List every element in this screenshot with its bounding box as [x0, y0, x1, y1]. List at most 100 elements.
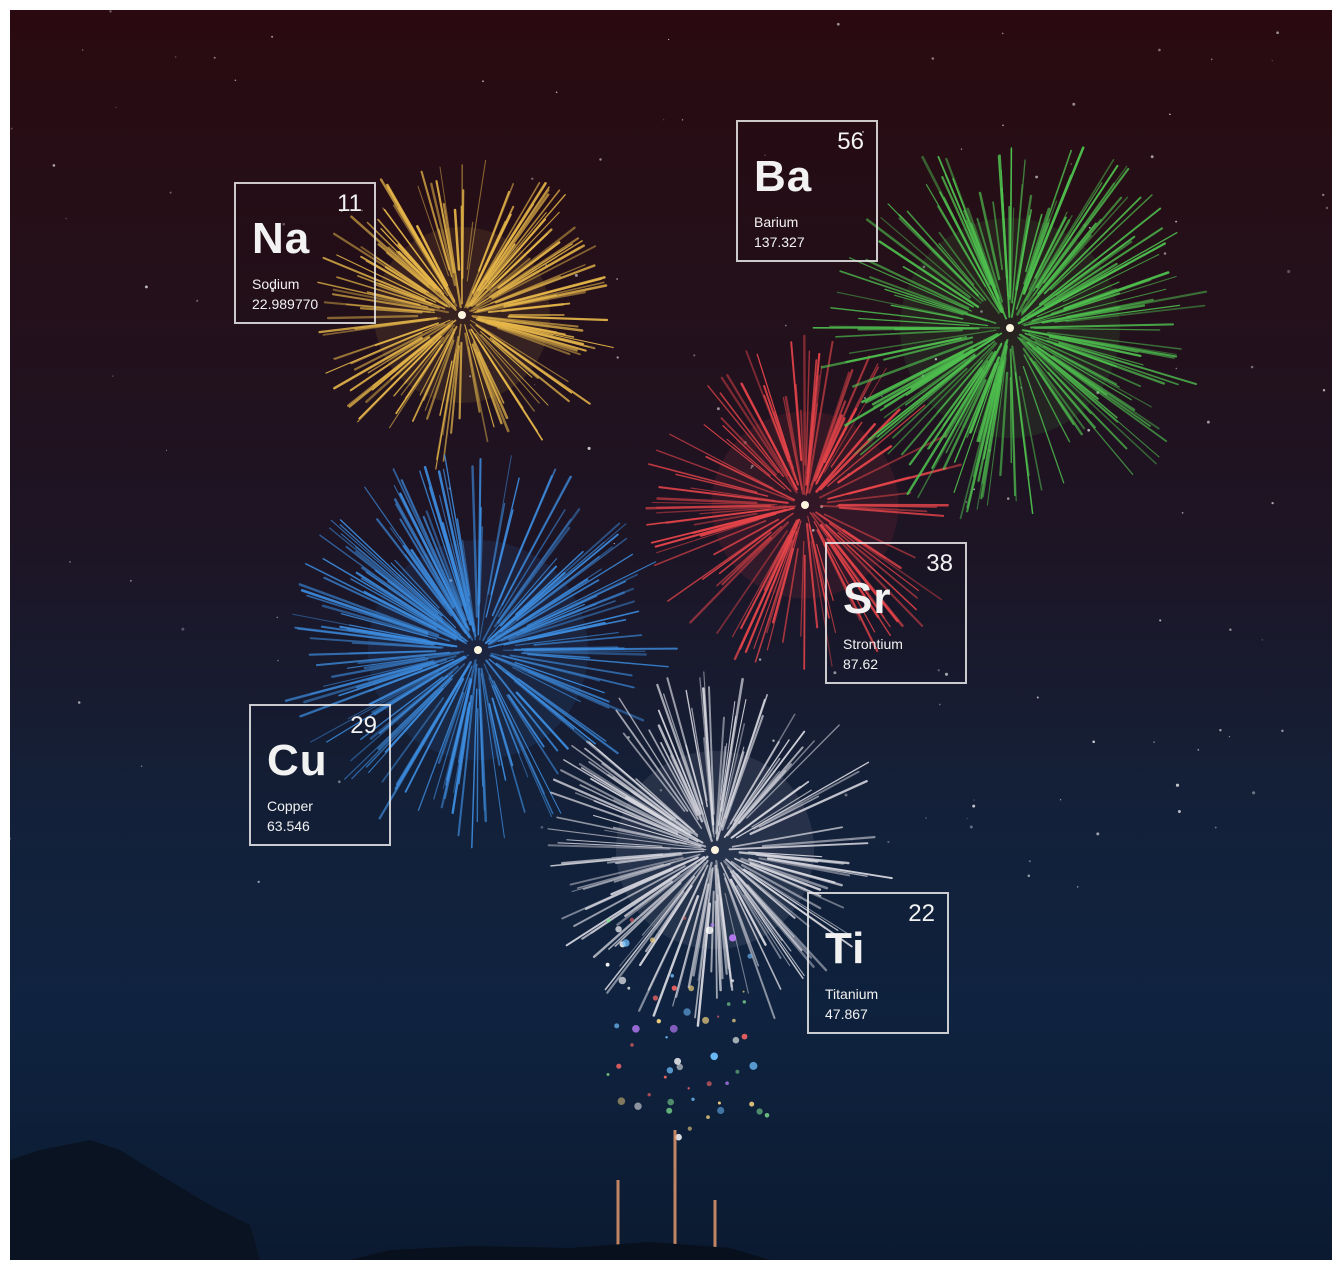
spark-streak — [521, 652, 591, 659]
spark-streak — [656, 519, 760, 554]
spark-streak — [807, 515, 837, 634]
spark-streak — [772, 547, 795, 624]
spark-streak — [1025, 213, 1043, 273]
star — [599, 158, 602, 161]
spark-streak — [1023, 354, 1071, 443]
star — [469, 375, 472, 378]
spark-streak — [471, 688, 478, 849]
spark-streak — [565, 856, 706, 947]
spark-streak — [722, 425, 792, 492]
spark-streak — [488, 674, 545, 795]
spark-streak — [393, 340, 441, 397]
spark-streak — [515, 550, 584, 616]
star — [1252, 791, 1256, 795]
spark-streak — [656, 505, 787, 514]
star — [144, 285, 148, 289]
spark-streak — [654, 507, 795, 548]
spark-streak — [582, 853, 701, 890]
spark-streak — [426, 339, 455, 420]
star — [1175, 783, 1180, 787]
spark-streak — [547, 844, 671, 850]
star — [937, 669, 940, 672]
star — [1175, 367, 1178, 370]
spark-streak — [653, 520, 767, 567]
spark-streak — [714, 864, 722, 992]
spark-streak — [488, 677, 529, 778]
spark-streak — [1022, 347, 1075, 426]
star — [922, 265, 926, 269]
spark-streak — [622, 732, 686, 812]
spark-streak — [425, 510, 463, 607]
spark-streak — [638, 872, 705, 1012]
spark-streak — [667, 512, 794, 602]
spark-streak — [887, 342, 997, 455]
spark-streak — [648, 463, 758, 494]
spark-streak — [635, 778, 696, 833]
spark-streak — [488, 703, 507, 781]
sparkle — [667, 1098, 674, 1106]
spark-streak — [716, 525, 783, 587]
spark-streak — [474, 291, 587, 314]
spark-streak — [475, 324, 573, 394]
spark-streak — [480, 667, 501, 766]
star — [925, 817, 927, 819]
spark-streak — [883, 336, 974, 361]
spark-streak — [613, 863, 671, 883]
star — [109, 10, 112, 13]
spark-streak — [1030, 336, 1142, 388]
star — [966, 817, 968, 819]
spark-streak — [1050, 194, 1153, 291]
spark-streak — [809, 511, 886, 619]
star — [750, 466, 753, 469]
spark-streak — [728, 842, 869, 851]
spark-streak — [360, 676, 444, 740]
spark-streak — [738, 851, 850, 865]
spark-streak — [749, 779, 868, 836]
spark-streak — [867, 354, 976, 441]
spark-streak — [606, 853, 676, 864]
spark-streak — [624, 880, 674, 918]
spark-streak — [515, 691, 569, 750]
spark-streak — [699, 505, 793, 515]
spark-streak — [1026, 159, 1115, 301]
spark-streak — [433, 677, 471, 800]
spark-streak — [476, 276, 606, 313]
spark-streak — [838, 506, 945, 517]
spark-streak — [495, 662, 619, 755]
spark-streak — [800, 540, 805, 637]
spark-streak — [746, 724, 840, 819]
spark-streak — [953, 363, 996, 463]
spark-streak — [805, 352, 821, 486]
spark-streak — [714, 900, 718, 999]
spark-streak — [339, 519, 443, 617]
spark-streak — [883, 359, 966, 419]
spark-streak — [320, 625, 454, 648]
spark-streak — [405, 334, 450, 399]
spark-streak — [1026, 262, 1118, 319]
spark-streak — [906, 210, 987, 301]
spark-streak — [952, 178, 999, 298]
spark-streak — [471, 314, 579, 328]
spark-streak — [488, 237, 580, 298]
element-card-barium: 56 Ba Barium 137.327 — [736, 120, 878, 262]
spark-streak — [672, 878, 708, 1007]
star — [337, 780, 341, 784]
element-name: Titanium — [825, 986, 879, 1002]
spark-streak — [999, 371, 1009, 477]
spark-streak — [767, 858, 868, 877]
sodium-firework — [317, 159, 614, 470]
spark-streak — [1011, 215, 1031, 318]
element-card-sodium: 11 Na Sodium 22.989770 — [234, 182, 376, 324]
spark-streak — [284, 660, 434, 702]
star — [784, 324, 787, 327]
star — [881, 395, 883, 397]
spark-streak — [1031, 331, 1139, 353]
spark-streak — [725, 858, 796, 919]
spark-streak — [997, 155, 1009, 297]
spark-streak — [945, 343, 1003, 454]
spark-streak — [729, 878, 767, 946]
spark-streak — [397, 207, 450, 294]
spark-streak — [336, 276, 440, 309]
spark-streak — [601, 762, 699, 838]
spark-streak — [349, 624, 428, 641]
